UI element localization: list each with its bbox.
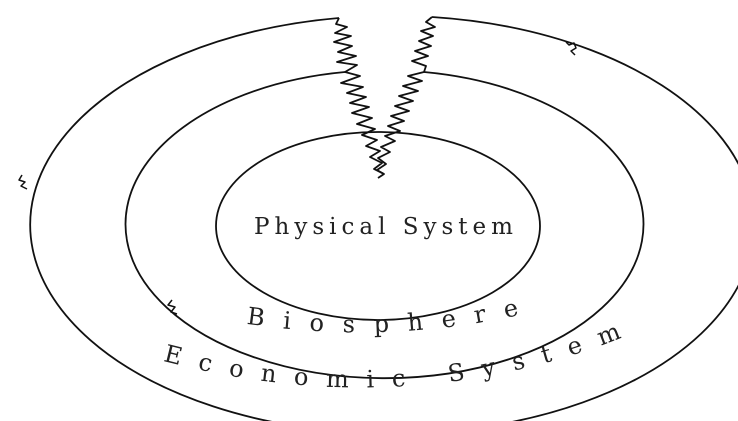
crack-left-edge: [333, 17, 385, 179]
economic-system-ring: [29, 16, 738, 421]
biosphere-label: Biosphere: [246, 289, 540, 338]
crack-right-edge: [376, 16, 436, 175]
biosphere-label-path: Biosphere: [246, 289, 521, 338]
middle-ring-nick-left: [167, 299, 178, 315]
outer-ring-nick-left: [18, 174, 28, 190]
biosphere-ring: [124, 71, 645, 380]
physical-system-label: Physical System: [254, 214, 518, 240]
physical-system-ellipse: [215, 131, 541, 321]
outer-ring-nick-right: [565, 41, 577, 56]
